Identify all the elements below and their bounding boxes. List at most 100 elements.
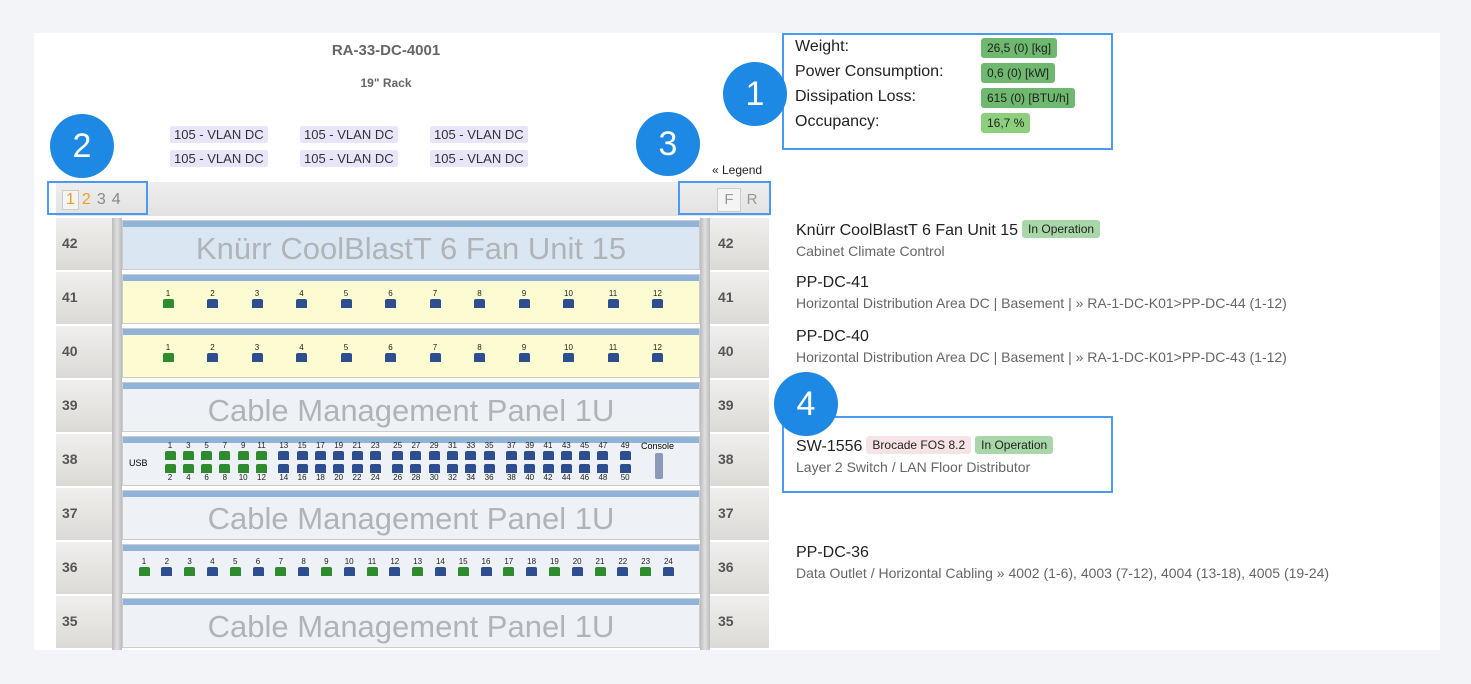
port[interactable]: 49 [618, 441, 632, 460]
port[interactable]: 3 [250, 289, 264, 308]
device-name[interactable]: PP-DC-40 [796, 328, 869, 345]
port[interactable]: 46 [578, 463, 592, 482]
port[interactable]: 23 [639, 557, 653, 576]
device-info-pp-dc-40[interactable]: PP-DC-40 Horizontal Distribution Area DC… [796, 328, 1287, 365]
port[interactable]: 1 [163, 441, 177, 460]
port[interactable]: 10 [236, 463, 250, 482]
port[interactable]: 6 [251, 557, 265, 576]
port[interactable]: 1 [137, 557, 151, 576]
port[interactable]: 7 [428, 289, 442, 308]
port[interactable]: 4 [295, 289, 309, 308]
port[interactable]: 43 [559, 441, 573, 460]
port[interactable]: 15 [295, 441, 309, 460]
port[interactable]: 15 [456, 557, 470, 576]
port[interactable]: 3 [250, 343, 264, 362]
port[interactable]: 42 [541, 463, 555, 482]
port[interactable]: 3 [181, 441, 195, 460]
port[interactable]: 14 [277, 463, 291, 482]
port[interactable]: 8 [473, 289, 487, 308]
port[interactable]: 19 [332, 441, 346, 460]
page-3[interactable]: 3 [96, 191, 106, 208]
port[interactable]: 5 [339, 289, 353, 308]
rear-view-button[interactable]: R [746, 191, 758, 208]
port[interactable]: 4 [295, 343, 309, 362]
port[interactable]: 10 [562, 343, 576, 362]
port[interactable]: 5 [228, 557, 242, 576]
port[interactable]: 5 [200, 441, 214, 460]
port[interactable]: 39 [523, 441, 537, 460]
port[interactable]: 12 [388, 557, 402, 576]
port[interactable]: 40 [523, 463, 537, 482]
port[interactable]: 27 [409, 441, 423, 460]
port[interactable]: 26 [391, 463, 405, 482]
port[interactable]: 32 [446, 463, 460, 482]
port[interactable]: 17 [313, 441, 327, 460]
port[interactable]: 7 [428, 343, 442, 362]
port[interactable]: 8 [297, 557, 311, 576]
port[interactable]: 1 [161, 289, 175, 308]
page-4[interactable]: 4 [111, 191, 121, 208]
console-port-icon[interactable] [655, 453, 663, 479]
device-name[interactable]: PP-DC-41 [796, 274, 869, 291]
port[interactable]: 9 [517, 343, 531, 362]
device-cable[interactable]: Cable Management Panel 1U [122, 490, 700, 540]
port[interactable]: 8 [473, 343, 487, 362]
port[interactable]: 6 [384, 343, 398, 362]
port[interactable]: 16 [295, 463, 309, 482]
port[interactable]: 5 [339, 343, 353, 362]
port[interactable]: 12 [651, 343, 665, 362]
port[interactable]: 7 [274, 557, 288, 576]
port[interactable]: 7 [218, 441, 232, 460]
device-name[interactable]: Knürr CoolBlastT 6 Fan Unit 15 [796, 222, 1019, 239]
port[interactable]: 20 [332, 463, 346, 482]
front-view-button[interactable]: F [717, 188, 741, 212]
port[interactable]: 14 [433, 557, 447, 576]
device-name[interactable]: PP-DC-36 [796, 544, 869, 561]
port[interactable]: 2 [160, 557, 174, 576]
port[interactable]: 37 [504, 441, 518, 460]
port[interactable]: 10 [562, 289, 576, 308]
port[interactable]: 6 [384, 289, 398, 308]
port[interactable]: 9 [236, 441, 250, 460]
port[interactable]: 9 [517, 289, 531, 308]
port[interactable]: 11 [365, 557, 379, 576]
device-cable[interactable]: Cable Management Panel 1U [122, 598, 700, 648]
port[interactable]: 1 [161, 343, 175, 362]
port[interactable]: 12 [255, 463, 269, 482]
port[interactable]: 25 [391, 441, 405, 460]
port[interactable]: 4 [205, 557, 219, 576]
port[interactable]: 35 [482, 441, 496, 460]
port[interactable]: 2 [206, 343, 220, 362]
port[interactable]: 31 [446, 441, 460, 460]
port[interactable]: 28 [409, 463, 423, 482]
usb-port[interactable]: USB [129, 458, 148, 468]
port[interactable]: 20 [570, 557, 584, 576]
port[interactable]: 47 [596, 441, 610, 460]
device-info-pp-dc-36[interactable]: PP-DC-36 Data Outlet / Horizontal Cablin… [796, 544, 1329, 581]
page-1[interactable]: 1 [62, 190, 79, 210]
port[interactable]: 13 [277, 441, 291, 460]
device-cable[interactable]: Cable Management Panel 1U [122, 382, 700, 432]
port[interactable]: 3 [183, 557, 197, 576]
port[interactable]: 22 [616, 557, 630, 576]
port[interactable]: 18 [313, 463, 327, 482]
page-2[interactable]: 2 [81, 191, 91, 208]
device-name[interactable]: SW-1556 [796, 438, 863, 455]
port[interactable]: 9 [319, 557, 333, 576]
port[interactable]: 29 [427, 441, 441, 460]
port[interactable]: 45 [578, 441, 592, 460]
port[interactable]: 23 [368, 441, 382, 460]
port[interactable]: 8 [218, 463, 232, 482]
port[interactable]: 11 [606, 343, 620, 362]
port[interactable]: 41 [541, 441, 555, 460]
port[interactable]: 21 [593, 557, 607, 576]
port[interactable]: 50 [618, 463, 632, 482]
device-info-pp-dc-41[interactable]: PP-DC-41 Horizontal Distribution Area DC… [796, 274, 1287, 311]
port[interactable]: 48 [596, 463, 610, 482]
port[interactable]: 2 [206, 289, 220, 308]
port[interactable]: 34 [464, 463, 478, 482]
port[interactable]: 17 [502, 557, 516, 576]
port[interactable]: 44 [559, 463, 573, 482]
